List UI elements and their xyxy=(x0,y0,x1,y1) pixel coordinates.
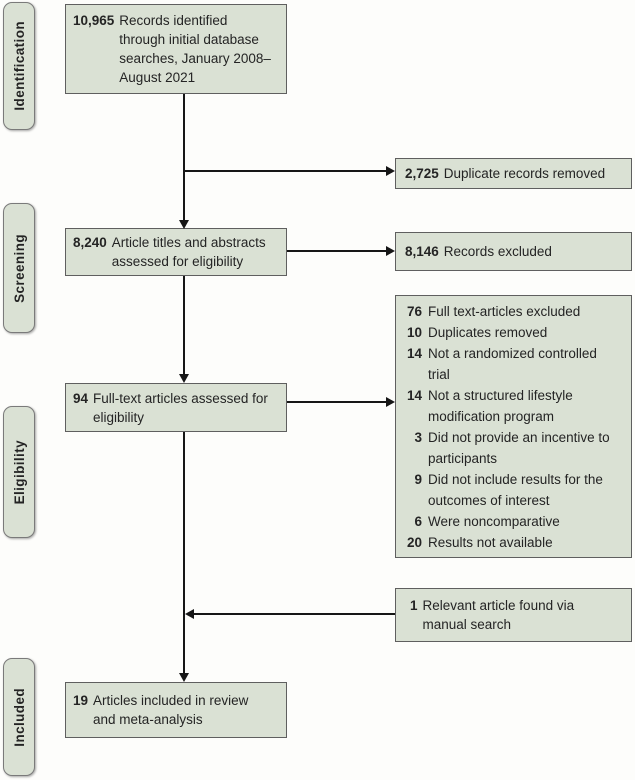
connector-to-records-excluded xyxy=(287,250,386,252)
records-excluded-count: 8,146 xyxy=(405,244,439,259)
arrowhead-down-icon xyxy=(179,673,189,682)
fulltext-assessed-count: 94 xyxy=(73,390,89,406)
fulltext-assessed-text: Full-text articles assessed for eligibil… xyxy=(93,390,268,425)
arrowhead-down-icon xyxy=(179,220,189,229)
exclusion-reason-count: 3 xyxy=(414,429,422,445)
exclusion-reason-row: 3 Did not provide an incentive to partic… xyxy=(401,427,627,469)
box-fulltext-exclusions: 76 Full text-articles excluded 10 Duplic… xyxy=(395,295,632,558)
arrowhead-down-icon xyxy=(179,374,189,383)
stage-label-eligibility: Eligibility xyxy=(11,439,27,505)
exclusion-reason-count: 10 xyxy=(406,324,422,340)
exclusion-reason-count: 14 xyxy=(406,345,422,361)
exclusion-reason-text: Did not include results for the outcomes… xyxy=(428,471,603,508)
connector-manual-search-to-flow xyxy=(194,613,395,615)
records-identified-text: Records identified through initial datab… xyxy=(119,13,271,85)
connector-to-fulltext-exclusions xyxy=(287,401,386,403)
titles-abstracts-count: 8,240 xyxy=(73,235,107,250)
stage-pill-identification: Identification xyxy=(3,2,35,130)
included-articles-text: Articles included in review and meta-ana… xyxy=(93,693,249,727)
exclusion-reason-text: Not a structured lifestyle modification … xyxy=(428,387,573,424)
box-duplicates-removed: 2,725 Duplicate records removed xyxy=(395,158,632,189)
titles-abstracts-text: Article titles and abstracts assessed fo… xyxy=(111,235,266,269)
exclusion-reason-row: 20 Results not available xyxy=(401,532,627,553)
exclusion-reason-count: 20 xyxy=(406,534,422,550)
exclusion-reason-text: Not a randomized controlled trial xyxy=(428,345,597,382)
duplicates-removed-count: 2,725 xyxy=(405,166,439,181)
stage-pill-included: Included xyxy=(3,658,35,776)
stage-label-included: Included xyxy=(11,687,27,747)
stage-pill-screening: Screening xyxy=(3,203,35,333)
manual-search-text: Relevant article found via manual search xyxy=(422,598,575,632)
exclusion-reason-row: 6 Were noncomparative xyxy=(401,511,627,532)
exclusion-reason-row: 10 Duplicates removed xyxy=(401,322,627,343)
exclusion-reason-row: 76 Full text-articles excluded xyxy=(401,301,627,322)
manual-search-count: 1 xyxy=(410,598,418,613)
connector-to-duplicates-removed xyxy=(184,170,386,172)
exclusion-reason-count: 6 xyxy=(414,513,422,529)
records-excluded-text: Records excluded xyxy=(443,244,552,259)
exclusion-reason-text: Did not provide an incentive to particip… xyxy=(428,429,610,466)
box-records-excluded: 8,146 Records excluded xyxy=(395,232,632,271)
connector-screening-to-eligibility xyxy=(183,276,185,375)
exclusion-reason-count: 76 xyxy=(406,303,422,319)
exclusion-reason-text: Full text-articles excluded xyxy=(428,303,581,319)
stage-pill-eligibility: Eligibility xyxy=(3,406,35,538)
connector-identified-to-screening xyxy=(183,94,185,221)
box-fulltext-assessed: 94 Full-text articles assessed for eligi… xyxy=(65,383,287,432)
arrowhead-left-icon xyxy=(185,609,194,619)
exclusion-reason-count: 9 xyxy=(414,471,422,487)
arrowhead-right-icon xyxy=(386,166,395,176)
stage-label-screening: Screening xyxy=(11,233,27,303)
records-identified-count: 10,965 xyxy=(73,13,115,28)
box-manual-search: 1 Relevant article found via manual sear… xyxy=(395,588,632,642)
exclusion-reason-count: 14 xyxy=(406,387,422,403)
exclusion-reason-text: Results not available xyxy=(428,534,553,550)
arrowhead-right-icon xyxy=(386,397,395,407)
stage-label-identification: Identification xyxy=(11,21,27,111)
included-articles-count: 19 xyxy=(73,693,89,708)
connector-eligibility-to-included xyxy=(183,432,185,674)
exclusion-reason-row: 14 Not a randomized controlled trial xyxy=(401,343,627,385)
box-records-identified: 10,965 Records identified through initia… xyxy=(65,4,287,94)
arrowhead-right-icon xyxy=(386,246,395,256)
box-titles-abstracts-assessed: 8,240 Article titles and abstracts asses… xyxy=(65,228,287,276)
duplicates-removed-text: Duplicate records removed xyxy=(443,166,606,181)
exclusion-reason-text: Duplicates removed xyxy=(428,324,548,340)
exclusion-reason-row: 14 Not a structured lifestyle modificati… xyxy=(401,385,627,427)
box-included-articles: 19 Articles included in review and meta-… xyxy=(65,682,287,738)
exclusion-reason-row: 9 Did not include results for the outcom… xyxy=(401,469,627,511)
exclusion-reason-text: Were noncomparative xyxy=(428,513,560,529)
